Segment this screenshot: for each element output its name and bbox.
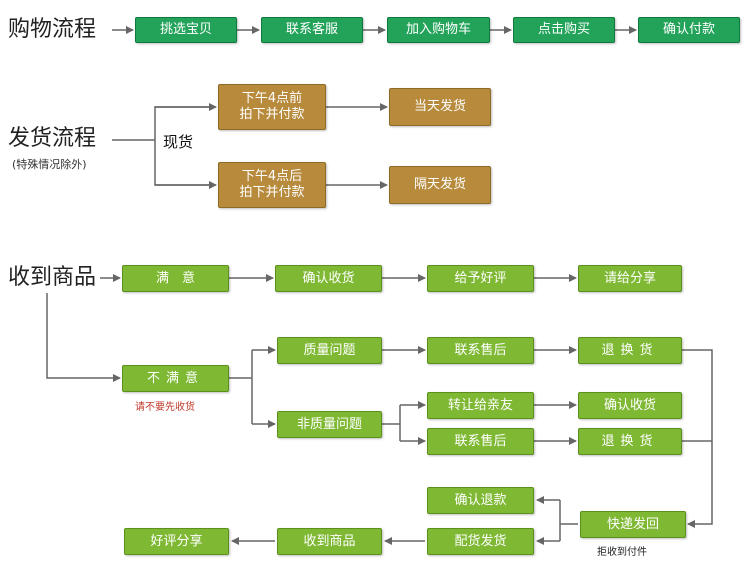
- step-click-buy: 点击购买: [513, 17, 615, 43]
- non-quality-exchange-box: 退换货: [578, 428, 682, 455]
- step-add-to-cart: 加入购物车: [387, 17, 490, 43]
- confirm-receipt-box: 确认收货: [275, 265, 382, 292]
- before-4pm-condition: 下午4点前 拍下并付款: [218, 84, 326, 130]
- unsatisfied-box: 不满意: [122, 365, 229, 392]
- step-contact-service: 联系客服: [261, 17, 363, 43]
- shipping-flow-subtitle: (特殊情况除外): [12, 158, 87, 171]
- review-share-box: 好评分享: [124, 528, 229, 555]
- express-return-box: 快递发回: [580, 511, 686, 538]
- satisfied-box: 满 意: [122, 265, 229, 292]
- receive-goods-box: 收到商品: [277, 528, 382, 555]
- non-quality-contact-aftersales-box: 联系售后: [427, 428, 534, 455]
- non-quality-issue-box: 非质量问题: [277, 411, 382, 438]
- quality-issue-box: 质量问题: [277, 337, 382, 364]
- non-quality-confirm-receipt-box: 确认收货: [578, 392, 682, 419]
- confirm-refund-box: 确认退款: [427, 487, 534, 514]
- received-goods-title: 收到商品: [8, 265, 97, 290]
- shopping-flow-title: 购物流程: [8, 17, 97, 42]
- redeliver-box: 配货发货: [427, 528, 534, 555]
- in-stock-label: 现货: [163, 133, 194, 151]
- quality-contact-aftersales-box: 联系售后: [427, 337, 534, 364]
- quality-exchange-box: 退换货: [578, 337, 682, 364]
- give-good-review-box: 给予好评: [427, 265, 534, 292]
- please-share-box: 请给分享: [578, 265, 682, 292]
- next-day-shipping: 隔天发货: [389, 166, 491, 204]
- shipping-flow-title: 发货流程: [8, 126, 97, 151]
- after-4pm-condition: 下午4点后 拍下并付款: [218, 162, 326, 208]
- transfer-to-friend-box: 转让给亲友: [427, 392, 534, 419]
- step-choose-item: 挑选宝贝: [135, 17, 237, 43]
- same-day-shipping: 当天发货: [389, 88, 491, 126]
- refuse-cod-note: 拒收到付件: [597, 547, 647, 558]
- do-not-receive-note: 请不要先收货: [135, 402, 195, 413]
- step-confirm-payment: 确认付款: [638, 17, 740, 43]
